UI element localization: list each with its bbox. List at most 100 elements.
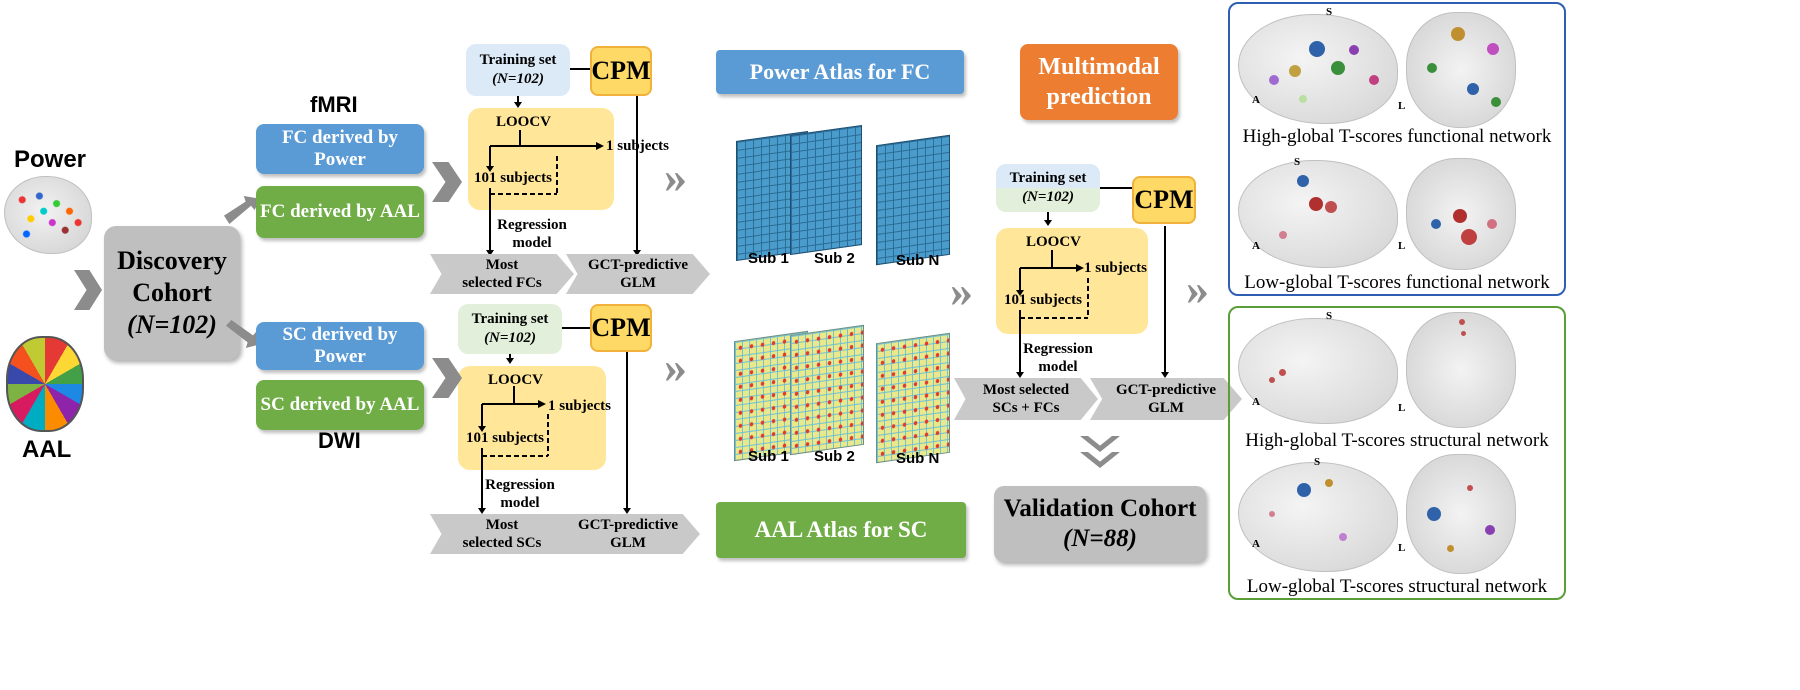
fc-regression-label2: model — [512, 235, 552, 251]
aal-atlas-brain-image — [6, 336, 84, 432]
sc-glm-label: GCT-predictive — [578, 517, 678, 533]
fc-training-n: (N=102) — [492, 71, 544, 87]
hf-label-l: L — [1398, 100, 1406, 112]
discovery-title: Discovery — [117, 246, 227, 275]
dwi-label: DWI — [318, 428, 361, 453]
fc-regression: Regression model — [492, 216, 572, 252]
validation-title: Validation Cohort — [1003, 495, 1197, 522]
fc-most-selected-chevron: Most selected FCs — [430, 254, 574, 294]
low-structural-caption: Low-global T-scores structural network — [1246, 576, 1548, 597]
sc-glm-chevron: GCT-predictive GLM — [556, 514, 700, 554]
high-structural-caption: High-global T-scores structural network — [1245, 430, 1549, 451]
fc-one-subject: 1 subjects — [606, 138, 669, 154]
fc-power-box: FC derived by Power — [256, 124, 424, 174]
sc-sub1-label: Sub 1 — [748, 448, 789, 465]
ls-label-a: A — [1252, 538, 1260, 550]
multimodal-title: Multimodal — [1038, 54, 1160, 80]
aal-label: AAL — [22, 436, 72, 463]
hs-label-s: S — [1326, 310, 1333, 322]
hf-label-a: A — [1252, 94, 1260, 106]
mm-training-set: Training set (N=102) — [996, 164, 1100, 212]
fc-aal-box: FC derived by AAL — [256, 186, 424, 238]
fc-training-label: Training set — [479, 52, 557, 68]
sc-one-subject: 1 subjects — [548, 398, 611, 414]
sc-subn-label: Sub N — [896, 450, 940, 467]
mm-most-selected-chevron: Most selected SCs + FCs — [954, 378, 1098, 420]
mm-most-label: Most selected — [982, 382, 1070, 398]
functional-network-panel — [1228, 2, 1566, 296]
ls-label-l: L — [1398, 542, 1406, 554]
sc-training-n: (N=102) — [484, 330, 536, 346]
sc-training-set: Training set (N=102) — [458, 304, 562, 354]
low-structural-axial-brain — [1406, 454, 1516, 574]
mm-glm-label2: GLM — [1148, 400, 1184, 416]
low-functional-axial-brain — [1406, 158, 1516, 270]
mm-glm-chevron: GCT-predictive GLM — [1090, 378, 1242, 420]
mm-one-subject: 1 subjects — [1084, 260, 1147, 276]
mm-rest-subjects: 101 subjects — [1004, 292, 1082, 308]
sc-matrix-subn — [876, 332, 950, 464]
hs-label-l: L — [1398, 402, 1406, 414]
mm-most-label2: SCs + FCs — [992, 400, 1060, 416]
power-atlas-fc-box: Power Atlas for FC — [716, 50, 964, 94]
fc-matrix-subn — [876, 134, 950, 266]
mm-glm-label: GCT-predictive — [1116, 382, 1216, 398]
sc-most-label: Most — [485, 517, 519, 533]
hf-label-s: S — [1326, 6, 1333, 18]
multimodal-title2: prediction — [1046, 84, 1152, 110]
sc-matrix-sub2 — [790, 324, 864, 456]
lf-label-a: A — [1252, 240, 1260, 252]
fc-glm-label2: GLM — [620, 275, 656, 291]
sc-rest-subjects: 101 subjects — [466, 430, 544, 446]
validation-n: (N=88) — [1063, 525, 1137, 552]
mm-training-n: (N=102) — [1022, 189, 1074, 205]
double-chevron-down-icon — [1080, 436, 1120, 472]
sc-most-label2: selected SCs — [462, 535, 542, 551]
double-chevron-network-icon: » — [1186, 263, 1209, 314]
sc-regression-label: Regression — [485, 477, 555, 493]
aal-atlas-sc-box: AAL Atlas for SC — [716, 502, 966, 558]
low-functional-sagittal-brain — [1238, 160, 1398, 268]
fc-rest-subjects: 101 subjects — [474, 170, 552, 186]
fmri-label: fMRI — [310, 92, 358, 117]
sc-sub2-label: Sub 2 — [814, 448, 855, 465]
mm-training-label: Training set — [1009, 170, 1087, 186]
fc-glm-chevron: GCT-predictive GLM — [566, 254, 710, 294]
discovery-n: (N=102) — [127, 310, 217, 339]
high-functional-sagittal-brain — [1238, 14, 1398, 124]
fc-glm-label: GCT-predictive — [588, 257, 688, 273]
hs-label-a: A — [1252, 396, 1260, 408]
multimodal-box: Multimodal prediction — [1020, 44, 1178, 120]
fc-most-label: Most — [485, 257, 519, 273]
low-structural-sagittal-brain — [1238, 462, 1398, 572]
power-label: Power — [14, 146, 87, 173]
fc-training-set: Training set (N=102) — [466, 44, 570, 96]
sc-cpm-box: CPM — [590, 304, 652, 352]
ls-label-s: S — [1314, 456, 1321, 468]
sc-aal-box: SC derived by AAL — [256, 380, 424, 430]
fc-cpm-box: CPM — [590, 46, 652, 96]
fc-training-to-cpm-line — [570, 68, 592, 70]
fc-matrix-sub2 — [790, 124, 862, 256]
high-functional-axial-brain — [1406, 12, 1516, 128]
fc-sub1-label: Sub 1 — [748, 250, 789, 267]
fc-sub2-label: Sub 2 — [814, 250, 855, 267]
lf-label-l: L — [1398, 240, 1406, 252]
sc-most-selected-chevron: Most selected SCs — [430, 514, 574, 554]
mm-regression: Regression model — [1018, 340, 1098, 376]
high-structural-sagittal-brain — [1238, 318, 1398, 424]
double-chevron-multimodal-icon: » — [950, 265, 973, 316]
lf-label-s: S — [1294, 156, 1301, 168]
mm-loocv-label: LOOCV — [1026, 234, 1082, 250]
double-chevron-sc-icon: » — [664, 341, 687, 392]
sc-training-label: Training set — [471, 311, 549, 327]
fc-loocv-label: LOOCV — [496, 114, 552, 130]
low-functional-caption: Low-global T-scores functional network — [1244, 272, 1550, 293]
fc-subn-label: Sub N — [896, 252, 940, 269]
mm-regression-label2: model — [1038, 359, 1078, 375]
sc-regression: Regression model — [480, 476, 560, 512]
validation-cohort-box: Validation Cohort (N=88) — [994, 486, 1206, 562]
discovery-cohort-box: Discovery Cohort (N=102) — [104, 226, 240, 360]
sc-regression-label2: model — [500, 495, 540, 511]
